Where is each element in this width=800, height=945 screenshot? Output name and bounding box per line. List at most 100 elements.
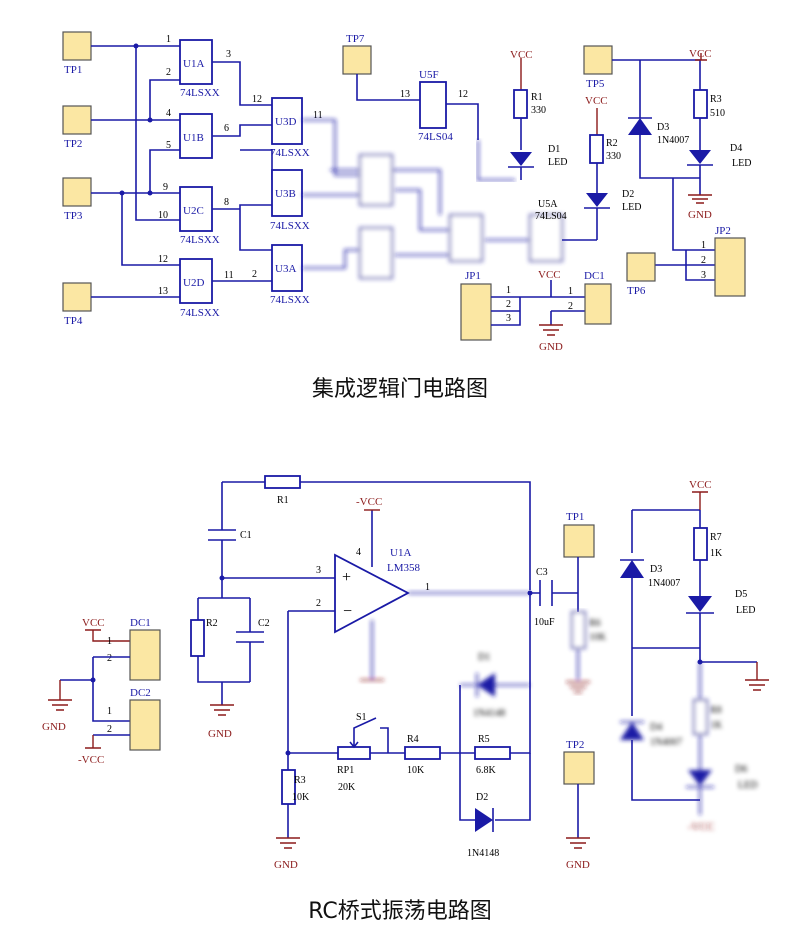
diode-d3-rc: D3 1N4007 bbox=[620, 559, 680, 589]
svg-text:R6: R6 bbox=[589, 618, 601, 629]
svg-text:TP6: TP6 bbox=[627, 285, 646, 297]
svg-text:U1A: U1A bbox=[183, 58, 204, 70]
gate-u1a: U1A 74LSXX 1 2 3 bbox=[166, 34, 231, 99]
svg-text:R5: R5 bbox=[478, 734, 490, 745]
svg-text:GND: GND bbox=[208, 728, 232, 740]
resistor-r7-rc: R7 1K bbox=[693, 510, 723, 596]
svg-text:1: 1 bbox=[166, 34, 171, 45]
svg-text:D1: D1 bbox=[548, 144, 560, 155]
svg-text:U2D: U2D bbox=[183, 277, 204, 289]
testpoint-tp2: TP2 bbox=[62, 105, 92, 150]
svg-text:74LSXX: 74LSXX bbox=[180, 307, 220, 319]
svg-text:VCC: VCC bbox=[585, 95, 608, 107]
svg-text:D2: D2 bbox=[622, 189, 634, 200]
led-d1: D1 LED bbox=[508, 144, 567, 180]
svg-text:12: 12 bbox=[252, 94, 262, 105]
svg-text:TP2: TP2 bbox=[64, 138, 82, 150]
svg-text:12: 12 bbox=[458, 89, 468, 100]
led-d5: D5 LED bbox=[686, 589, 755, 662]
neg-vcc-dc2: -VCC bbox=[78, 734, 130, 766]
svg-text:74LSXX: 74LSXX bbox=[270, 294, 310, 306]
svg-text:GND: GND bbox=[42, 721, 66, 733]
svg-text:13: 13 bbox=[158, 286, 168, 297]
svg-text:LED: LED bbox=[548, 157, 567, 168]
svg-text:D3: D3 bbox=[657, 122, 669, 133]
svg-text:C1: C1 bbox=[240, 530, 252, 541]
connector-dc1: DC1 1 2 bbox=[568, 270, 612, 325]
svg-text:10K: 10K bbox=[292, 792, 310, 803]
svg-text:R1: R1 bbox=[277, 495, 289, 506]
potentiometer-rp1: RP1 20K bbox=[337, 737, 371, 793]
testpoint-tp2-rc: TP2 GND bbox=[563, 739, 595, 871]
svg-text:VCC: VCC bbox=[538, 269, 561, 281]
svg-text:3: 3 bbox=[506, 313, 511, 324]
resistor-r2-rc: R2 bbox=[190, 618, 218, 657]
inverter-u5f: U5F 74LS04 13 12 bbox=[400, 69, 468, 143]
svg-text:LED: LED bbox=[732, 158, 751, 169]
gnd-top-right: GND bbox=[688, 194, 712, 221]
svg-text:U1A: U1A bbox=[390, 547, 411, 559]
svg-text:330: 330 bbox=[606, 151, 621, 162]
svg-text:TP1: TP1 bbox=[64, 64, 82, 76]
svg-text:13: 13 bbox=[400, 89, 410, 100]
svg-text:LED: LED bbox=[736, 605, 755, 616]
svg-text:C3: C3 bbox=[536, 567, 548, 578]
svg-text:74LSXX: 74LSXX bbox=[180, 87, 220, 99]
gnd-jp1: GND bbox=[539, 324, 563, 353]
diode-d3: D3 1N4007 bbox=[628, 117, 689, 146]
svg-text:U2C: U2C bbox=[183, 205, 204, 217]
svg-text:D4: D4 bbox=[650, 722, 662, 733]
svg-text:DC1: DC1 bbox=[584, 270, 605, 282]
svg-text:LED: LED bbox=[622, 202, 641, 213]
opamp-u1a: + − U1A LM358 3 2 4 1 bbox=[316, 547, 430, 634]
svg-text:1N4007: 1N4007 bbox=[650, 737, 682, 748]
svg-text:6: 6 bbox=[224, 123, 229, 134]
svg-text:D5: D5 bbox=[735, 589, 747, 600]
led-d4: D4 LED bbox=[687, 143, 751, 195]
svg-text:JP2: JP2 bbox=[715, 225, 731, 237]
svg-text:-VCC: -VCC bbox=[78, 754, 104, 766]
svg-text:10K: 10K bbox=[589, 632, 607, 643]
svg-text:3: 3 bbox=[226, 49, 231, 60]
svg-text:74LSXX: 74LSXX bbox=[180, 234, 220, 246]
testpoint-tp7: TP7 bbox=[342, 33, 372, 75]
svg-text:2: 2 bbox=[252, 269, 257, 280]
svg-text:3: 3 bbox=[701, 270, 706, 281]
svg-text:R3: R3 bbox=[710, 94, 722, 105]
svg-text:10uF: 10uF bbox=[534, 617, 555, 628]
gnd-rc-right bbox=[745, 662, 769, 691]
svg-text:1: 1 bbox=[107, 636, 112, 647]
svg-text:TP5: TP5 bbox=[586, 78, 605, 90]
svg-text:3: 3 bbox=[316, 565, 321, 576]
svg-text:74LSXX: 74LSXX bbox=[270, 147, 310, 159]
svg-text:330: 330 bbox=[531, 105, 546, 116]
neg-vcc-opamp: -VCC bbox=[356, 496, 382, 511]
svg-text:1: 1 bbox=[425, 582, 430, 593]
resistor-r5-rc: R5 6.8K bbox=[474, 734, 511, 776]
logic-caption: 集成逻辑门电路图 bbox=[312, 377, 488, 402]
svg-text:GND: GND bbox=[274, 859, 298, 871]
svg-text:9: 9 bbox=[163, 182, 168, 193]
gnd-r3: GND bbox=[274, 837, 300, 871]
svg-text:GND: GND bbox=[688, 209, 712, 221]
rc-caption: RC桥式振荡电路图 bbox=[308, 899, 492, 924]
svg-text:2: 2 bbox=[701, 255, 706, 266]
svg-text:D4: D4 bbox=[730, 143, 742, 154]
blurred-center-gates bbox=[302, 119, 563, 279]
svg-text:R2: R2 bbox=[606, 138, 618, 149]
svg-text:1: 1 bbox=[506, 285, 511, 296]
svg-text:12: 12 bbox=[158, 254, 168, 265]
svg-text:5: 5 bbox=[166, 140, 171, 151]
svg-text:20K: 20K bbox=[338, 782, 356, 793]
svg-text:74LSXX: 74LSXX bbox=[270, 220, 310, 232]
svg-text:R1: R1 bbox=[531, 92, 543, 103]
svg-text:D1: D1 bbox=[478, 652, 490, 663]
svg-text:+: + bbox=[342, 569, 351, 586]
svg-text:R2: R2 bbox=[206, 618, 218, 629]
svg-text:R3: R3 bbox=[294, 775, 306, 786]
svg-text:4: 4 bbox=[166, 108, 171, 119]
testpoint-tp3: TP3 bbox=[62, 177, 92, 222]
svg-text:JP1: JP1 bbox=[465, 270, 481, 282]
svg-text:2: 2 bbox=[107, 724, 112, 735]
